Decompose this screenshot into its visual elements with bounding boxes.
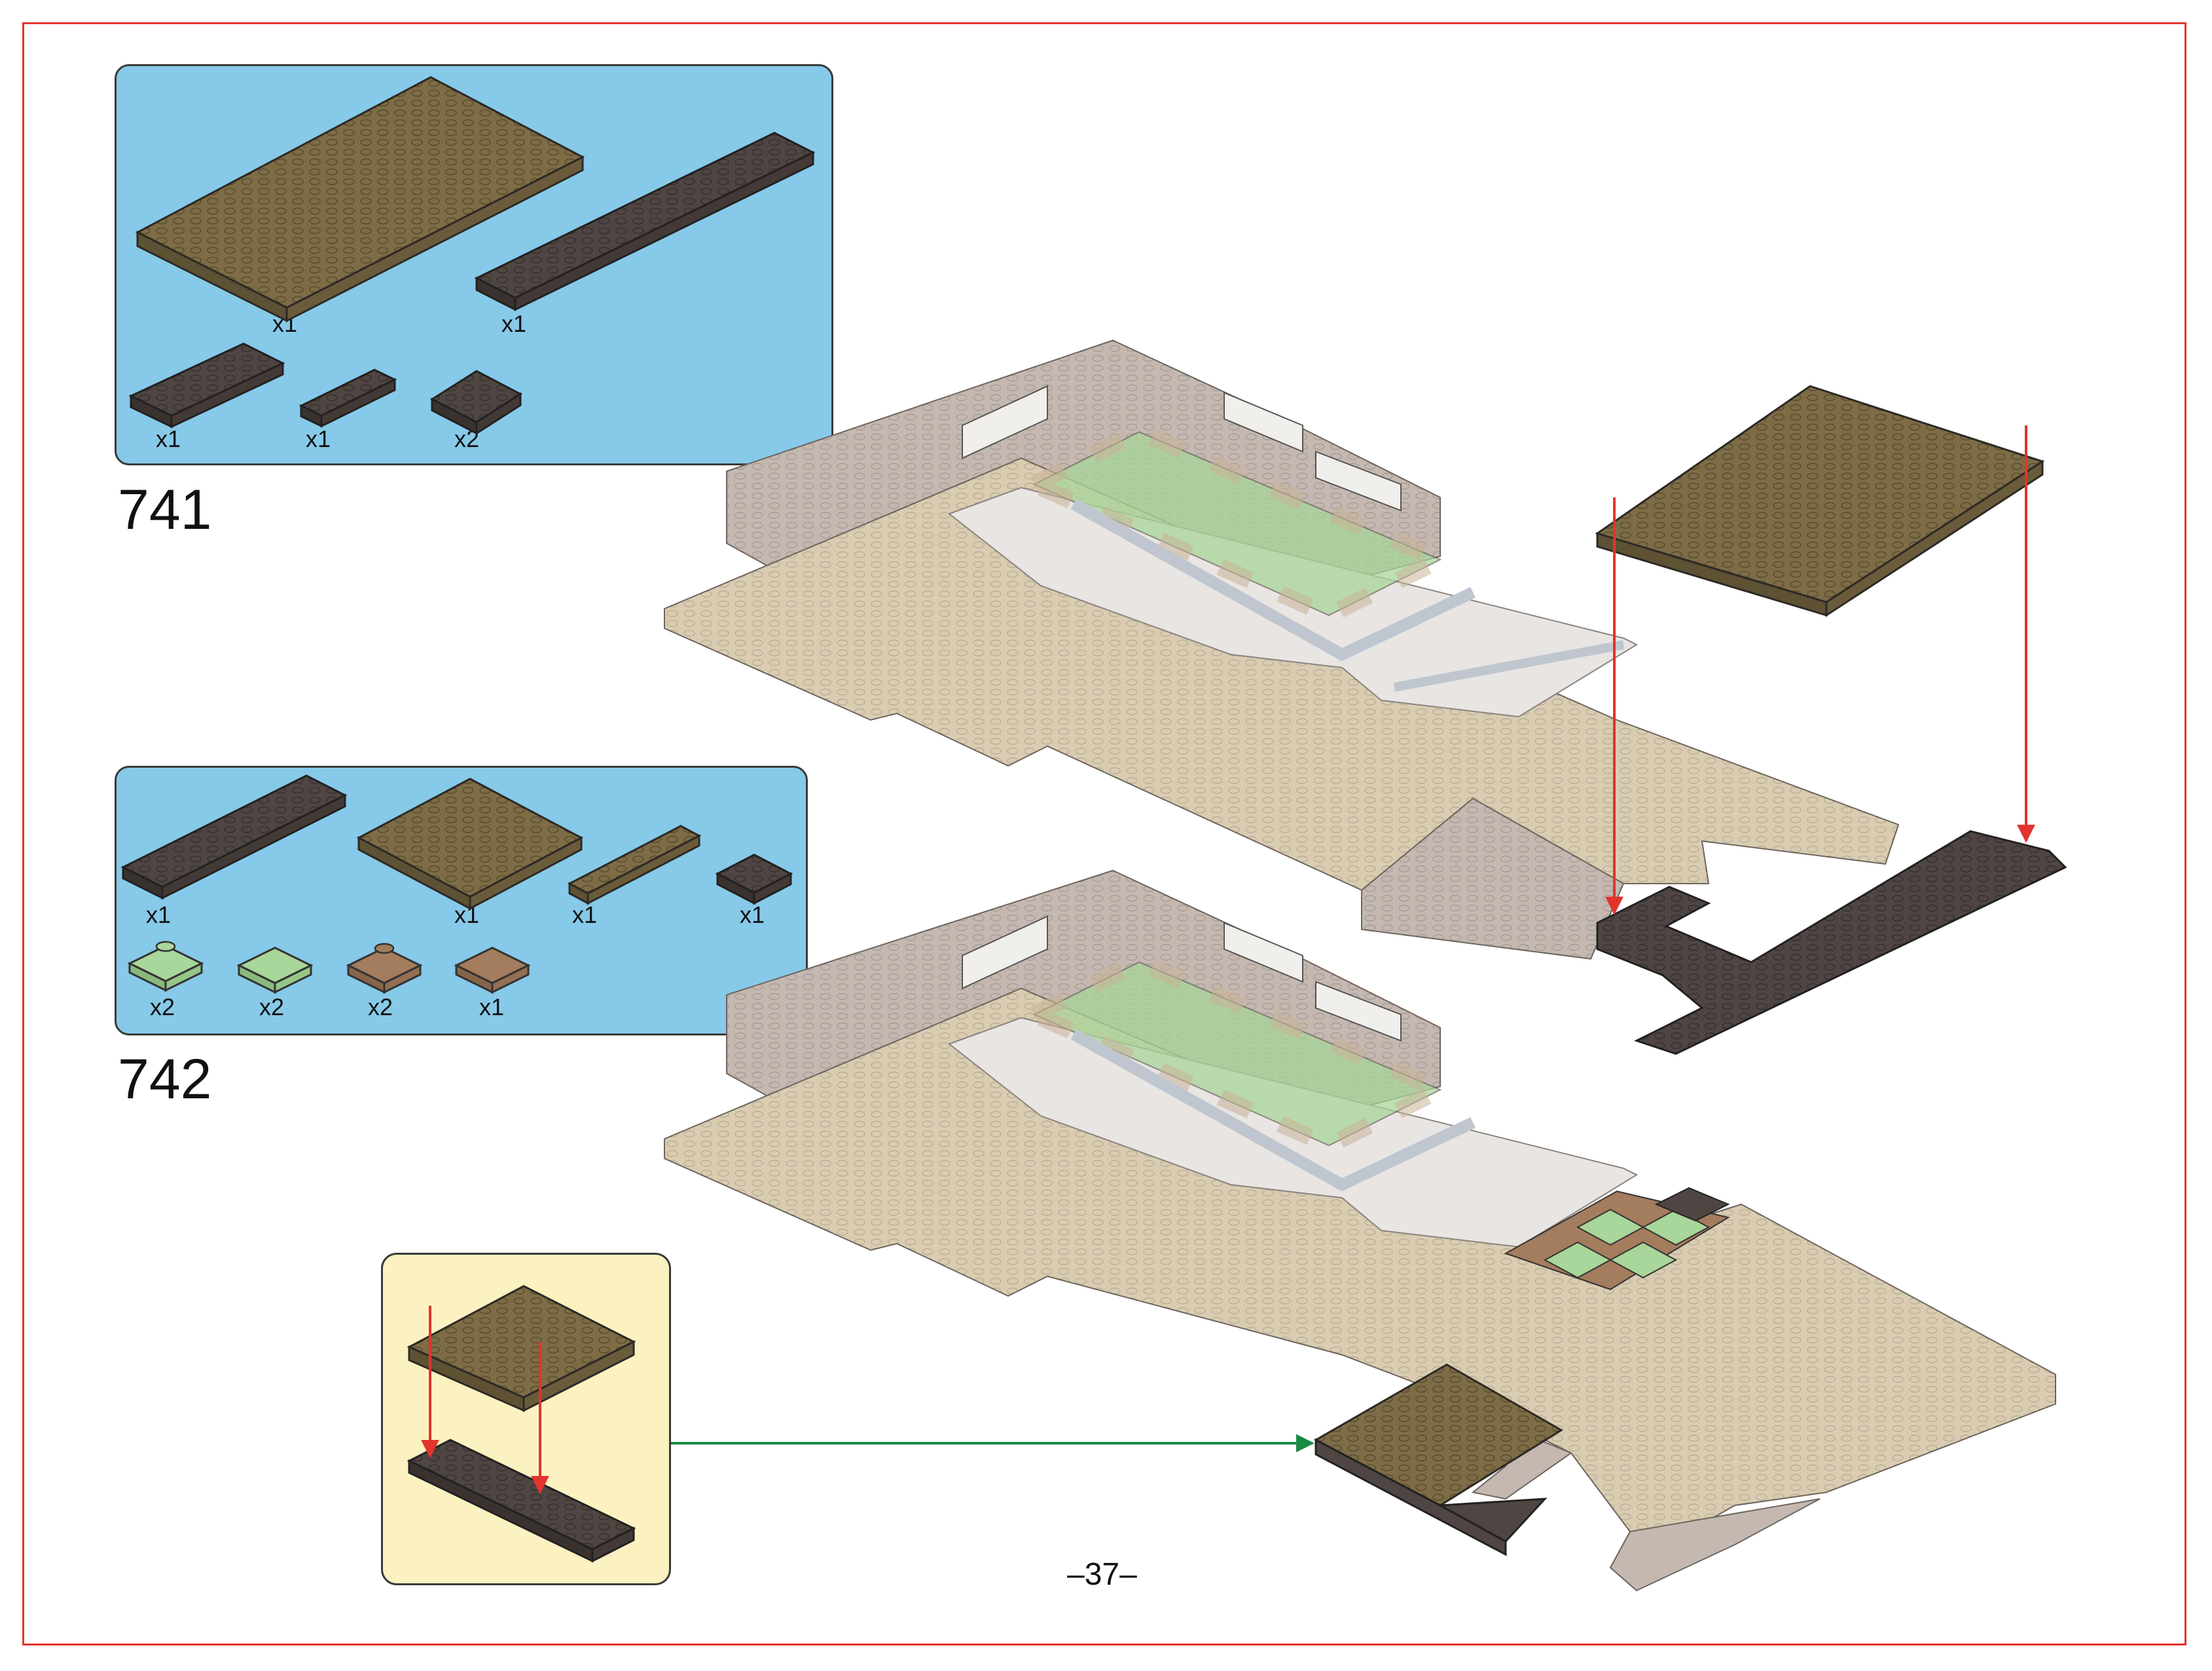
part-qty: x2 [368, 994, 393, 1020]
part-dark-tan-plate-8x16 [135, 76, 585, 323]
subassembly-dark-tan-plate [407, 1285, 636, 1412]
part-sand-green-tile-2x2 [236, 946, 314, 994]
part-qty: x1 [479, 994, 505, 1020]
page-frame [22, 22, 2186, 1645]
part-medium-nougat-jumper [346, 943, 423, 994]
model-new-dark-tan-plate [1595, 385, 2045, 617]
part-medium-nougat-tile-2x2 [454, 946, 531, 994]
step-number-742: 742 [118, 1048, 212, 1111]
model-step-741 [664, 339, 1900, 960]
part-dark-tan-plate-1x8 [567, 825, 702, 905]
model-subassembly-placed [1313, 1363, 1563, 1556]
part-dark-brown-plate-1x4 [299, 368, 397, 428]
part-dark-brown-plate-2x2-b [715, 853, 793, 905]
part-qty: x1 [572, 901, 598, 928]
page-number: –37– [1067, 1557, 1137, 1592]
part-qty: x1 [501, 310, 527, 337]
part-qty: x1 [146, 901, 172, 928]
model-new-dark-brown-frame [1596, 830, 2067, 1055]
part-qty: x2 [150, 994, 175, 1020]
subassembly-dark-brown-plate [407, 1439, 636, 1563]
part-qty: x1 [740, 901, 765, 928]
step-number-741: 741 [118, 478, 212, 541]
part-qty: x1 [306, 425, 331, 452]
part-dark-brown-plate-2x16 [474, 132, 816, 312]
part-dark-brown-plate-2x6 [128, 342, 285, 429]
part-dark-tan-plate-6x6 [356, 778, 584, 910]
part-dark-brown-plate-2x2 [429, 370, 522, 435]
part-dark-brown-plate-2x10 [120, 774, 348, 900]
part-qty: x2 [259, 994, 285, 1020]
model-step-742 [664, 869, 2056, 1592]
part-qty: x1 [156, 425, 181, 452]
part-sand-green-jumper [127, 941, 204, 992]
